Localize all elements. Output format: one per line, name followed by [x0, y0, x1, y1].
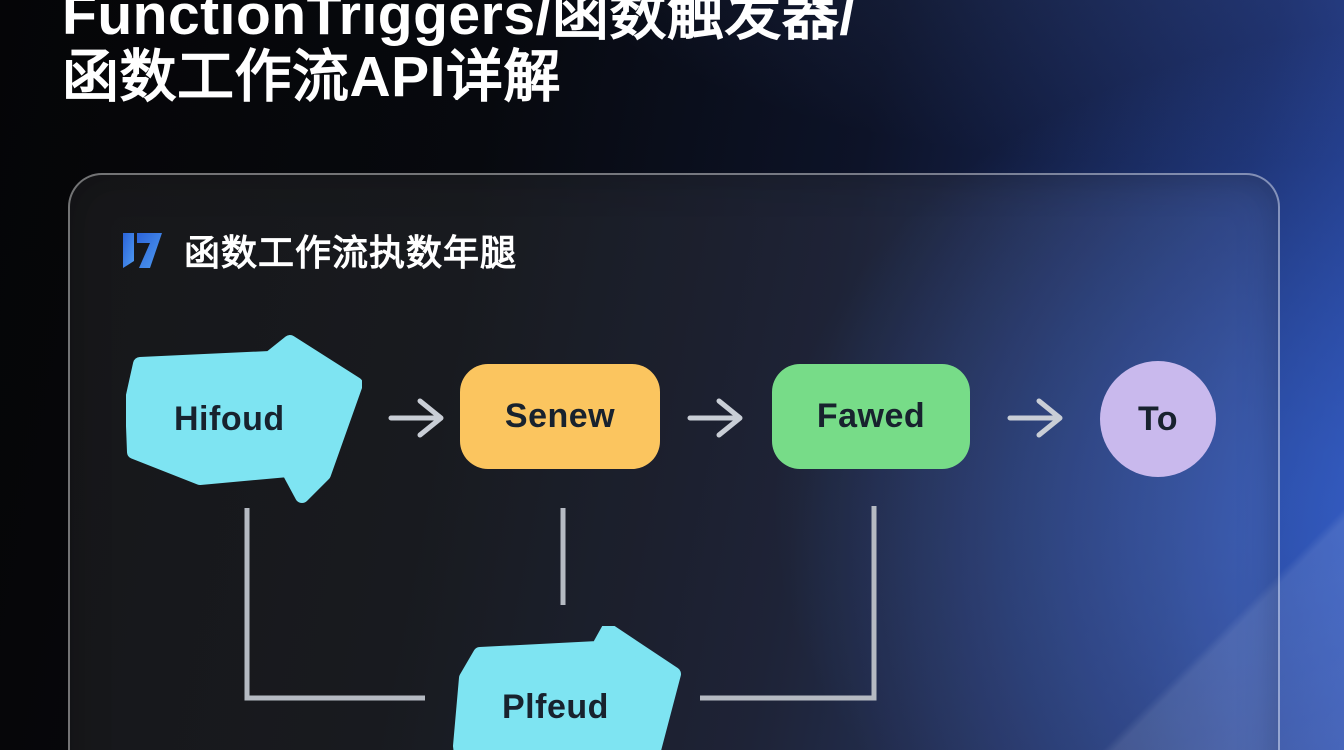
card-header: 函数工作流执数年腿 [116, 224, 517, 276]
content-card: 函数工作流执数年腿 [68, 173, 1280, 750]
arrow-banner-shape [453, 626, 681, 750]
arrow-right-icon [1007, 398, 1063, 438]
card-heading: 函数工作流执数年腿 [184, 232, 518, 273]
arrow-right-icon [687, 398, 743, 438]
page-title-line2: 函数工作流API详解 [62, 45, 562, 109]
arrow-right-icon [388, 398, 444, 438]
flow-node-fawed: Fawed [772, 364, 970, 469]
flow-node-label: Senew [504, 397, 616, 435]
flow-node-plfeud: Plfeud [450, 626, 700, 750]
flow-node-hifoud: Hifoud [126, 334, 362, 510]
flow-node-to: To [1100, 361, 1216, 477]
arrow-banner-shape [126, 335, 362, 503]
flow-node-label: Hifoud [174, 400, 285, 438]
flow-node-label: To [1137, 399, 1178, 438]
flow-node-label: Fawed [816, 397, 926, 435]
page-title-line1: FunctionTriggers/函数触发器/ [62, 0, 856, 47]
flow-node-label: Plfeud [502, 688, 609, 726]
page-title: FunctionTriggers/函数触发器/ 函数工作流API详解 [62, 0, 856, 108]
flow-node-senew: Senew [460, 364, 660, 469]
l7-logo-icon [123, 233, 162, 268]
